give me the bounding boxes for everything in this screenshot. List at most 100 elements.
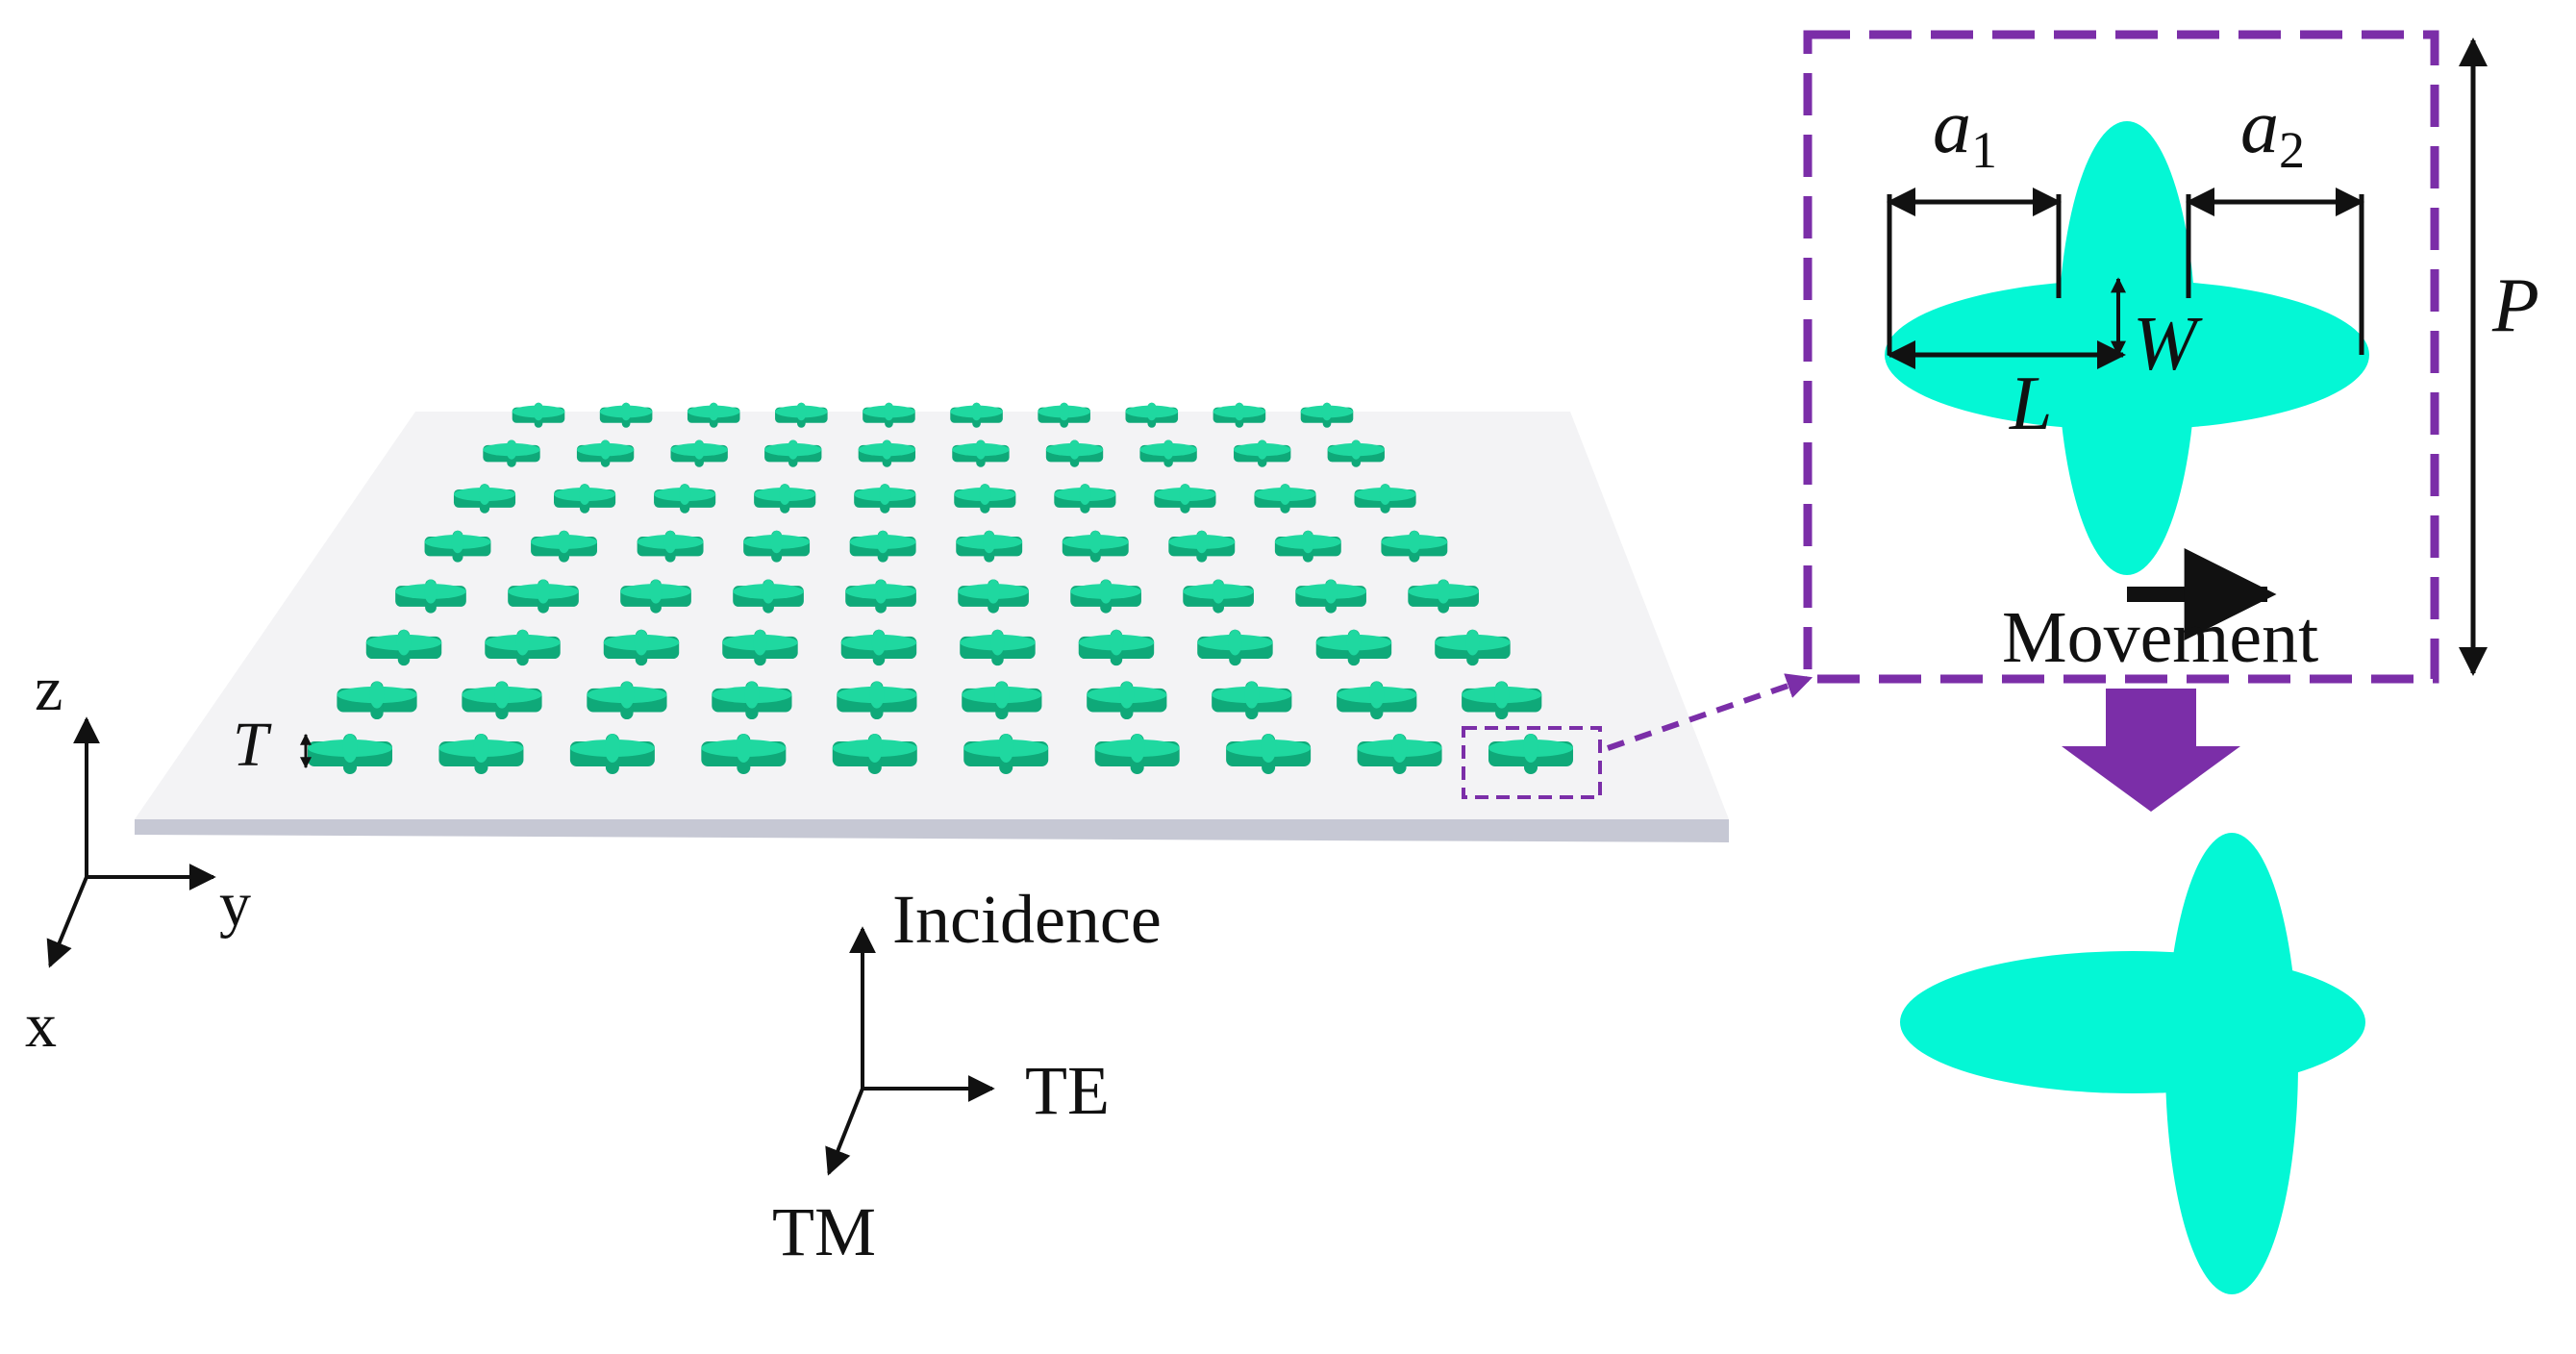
meta-atom-cross [950,402,1003,428]
meta-atom-cross [308,734,392,774]
meta-atom-cross [1315,629,1392,666]
meta-atom-cross [960,629,1036,666]
metasurface-array [135,402,1729,842]
meta-atom-cross [712,681,792,720]
meta-atom-cross [365,629,442,666]
movement-label: Movement [2002,597,2318,678]
z-axis-label: z [35,654,63,724]
meta-atom-cross [1213,402,1266,428]
meta-atom-cross [1234,439,1291,467]
meta-atom-cross [670,439,728,467]
meta-atom-cross [587,681,667,720]
meta-atom-cross [654,484,716,514]
meta-atom-cross [508,579,579,614]
meta-atom-cross [754,484,816,514]
polarization-axes: Incidence TE TM [772,881,1162,1270]
a1-label: a1 [1933,85,1997,179]
meta-atom-cross [554,484,616,514]
length-label: L [2009,362,2053,446]
meta-atom-cross [963,734,1049,774]
meta-atom-cross [1226,734,1312,774]
x-axis-arrow [46,876,88,968]
meta-atom-cross [1295,579,1366,614]
meta-atom-cross [845,579,916,614]
y-axis-label: y [219,869,251,940]
meta-atom-cross [687,402,740,428]
unit-cell-detail: a1 a2 L W P Movement [1803,30,2539,684]
meta-atom-cross [701,734,787,774]
meta-atom-cross [1038,402,1090,428]
meta-atom-cross [424,530,491,563]
meta-atom-cross [1139,439,1197,467]
meta-atom-cross [1070,579,1141,614]
meta-atom-cross [962,681,1042,720]
meta-atom-cross [722,629,798,666]
meta-atom-cross [1354,484,1416,514]
meta-atom-cross [832,734,917,774]
meta-atom-cross [603,629,680,666]
meta-atom-cross [620,579,691,614]
meta-atom-cross [733,579,804,614]
thickness-indicator: T [233,710,312,780]
period-label: P [2491,263,2539,348]
meta-atom-cross [438,734,524,774]
incidence-label: Incidence [892,881,1162,958]
tm-label: TM [772,1193,876,1270]
meta-atom-cross [395,579,466,614]
meta-atom-cross [1183,579,1254,614]
down-arrow-icon [2062,689,2240,812]
meta-atom-cross [485,629,561,666]
meta-atom-cross [849,530,916,563]
meta-atom-cross [863,402,915,428]
a2-label: a2 [2240,85,2305,179]
meta-atom-cross [637,530,704,563]
te-label: TE [1025,1052,1110,1129]
meta-atom-cross [1462,681,1542,720]
meta-atom-cross [775,402,828,428]
meta-atom-cross [1435,629,1511,666]
meta-atom-cross [1078,629,1155,666]
meta-atom-cross [954,484,1016,514]
meta-atom-cross [1168,530,1236,563]
meta-atom-cross [1054,484,1116,514]
meta-atom-cross [1408,579,1479,614]
meta-atom-cross [1125,402,1179,428]
meta-atom-cross [840,629,917,666]
meta-atom-cross [952,439,1010,467]
meta-atom-cross [512,402,565,428]
meta-atom-cross [337,681,417,720]
dashed-arrow-icon [1607,673,1813,751]
meta-atom-cross [599,402,653,428]
meta-atom-cross [1337,681,1417,720]
meta-atom-cross [1087,681,1167,720]
unit-cell-frame [1803,30,2439,684]
a1-dimension [1887,188,2062,355]
meta-atom-cross [569,734,655,774]
meta-atom-cross [958,579,1029,614]
meta-atom-cross [1357,734,1442,774]
meta-atom-cross [576,439,635,467]
meta-atom-cross [1488,734,1573,774]
x-axis-label: x [25,990,57,1061]
meta-atom-cross [1254,484,1316,514]
meta-atom-cross [1274,530,1341,563]
meta-atom-cross [1212,681,1292,720]
meta-atom-cross [764,439,822,467]
meta-atom-cross [1094,734,1180,774]
shifted-cross [1900,833,2365,1294]
width-label: W [2133,302,2203,387]
meta-atom-cross [531,530,597,563]
tm-arrow [825,1088,864,1176]
meta-atom-cross [858,439,916,467]
meta-atom-cross [1327,439,1385,467]
meta-atom-cross [453,484,516,514]
meta-atom-cross [837,681,917,720]
meta-atom-cross [462,681,542,720]
meta-atom-cross [1062,530,1129,563]
substrate-edge [135,819,1729,842]
shifted-cross-horizontal-arm [1900,951,2365,1093]
thickness-label: T [233,710,272,780]
meta-atom-cross [743,530,811,563]
meta-atom-cross [1300,402,1354,428]
meta-atom-cross [1197,629,1273,666]
